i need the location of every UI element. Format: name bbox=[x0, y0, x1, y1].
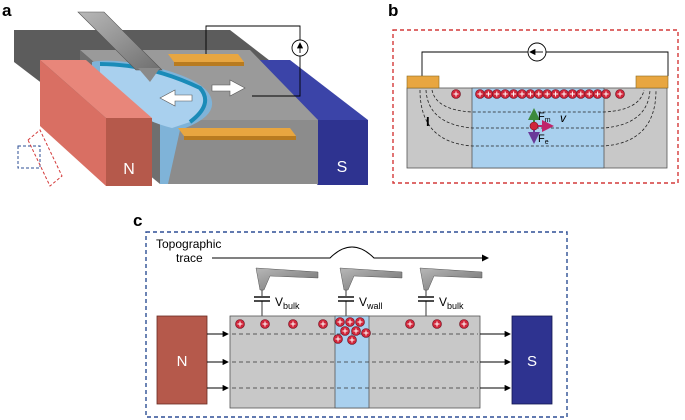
left-arrow-icon bbox=[159, 89, 193, 107]
panel-c-label: c bbox=[133, 211, 142, 230]
wall-edge bbox=[99, 62, 208, 124]
south-label-c: S bbox=[527, 353, 537, 370]
north-magnet-top bbox=[40, 60, 152, 118]
north-magnet-c bbox=[156, 315, 208, 405]
contact-bottom-edge bbox=[184, 136, 296, 140]
south-magnet-front bbox=[318, 120, 368, 185]
tip-label-1: Vbulk bbox=[275, 295, 300, 311]
north-label-c: N bbox=[177, 353, 188, 370]
north-magnet-front bbox=[106, 118, 152, 186]
tip bbox=[138, 68, 160, 82]
charge-b-center bbox=[529, 121, 539, 131]
circuit-wire bbox=[205, 25, 301, 97]
plane-icon-blue bbox=[17, 145, 41, 169]
contact-bottom bbox=[178, 128, 296, 136]
tip-3 bbox=[418, 267, 483, 316]
trace-label-line1: Topographic bbox=[156, 237, 221, 251]
contact-b-right bbox=[635, 75, 669, 89]
charge-row-b bbox=[451, 89, 625, 99]
panel-c-frame bbox=[145, 231, 568, 418]
velocity-label: v bbox=[560, 111, 567, 125]
charges-c bbox=[235, 317, 469, 345]
force-m-label: Fm bbox=[538, 111, 551, 124]
contact-top-edge bbox=[174, 62, 244, 66]
panel-a-label: a bbox=[2, 1, 12, 20]
tip-2 bbox=[338, 267, 403, 316]
plane-icon-red bbox=[27, 129, 63, 187]
panel-c: c Topographic trace Vbulk bbox=[133, 211, 568, 418]
panel-b-frame bbox=[392, 29, 679, 184]
field-arrows-c bbox=[207, 330, 511, 392]
tip-label-3: Vbulk bbox=[439, 295, 464, 311]
north-label-a: N bbox=[123, 161, 135, 178]
trace-label-line2: trace bbox=[176, 251, 203, 265]
south-magnet-c bbox=[511, 315, 553, 405]
cantilever bbox=[77, 11, 163, 71]
tip-label-2: Vwall bbox=[359, 295, 383, 311]
force-e-label: Fe bbox=[538, 133, 549, 146]
panel-b: b I Fm Fe v bbox=[388, 1, 679, 184]
tip-1 bbox=[254, 267, 319, 316]
contact-b-left bbox=[406, 75, 440, 89]
right-arrow-icon bbox=[211, 79, 246, 97]
north-magnet-side bbox=[40, 60, 106, 186]
south-label-a: S bbox=[337, 159, 348, 176]
contact-top bbox=[168, 54, 244, 62]
panel-b-label: b bbox=[388, 1, 398, 20]
trace-line bbox=[212, 246, 489, 262]
panel-a: a S N bbox=[2, 1, 368, 187]
current-label-b: I bbox=[426, 114, 430, 129]
